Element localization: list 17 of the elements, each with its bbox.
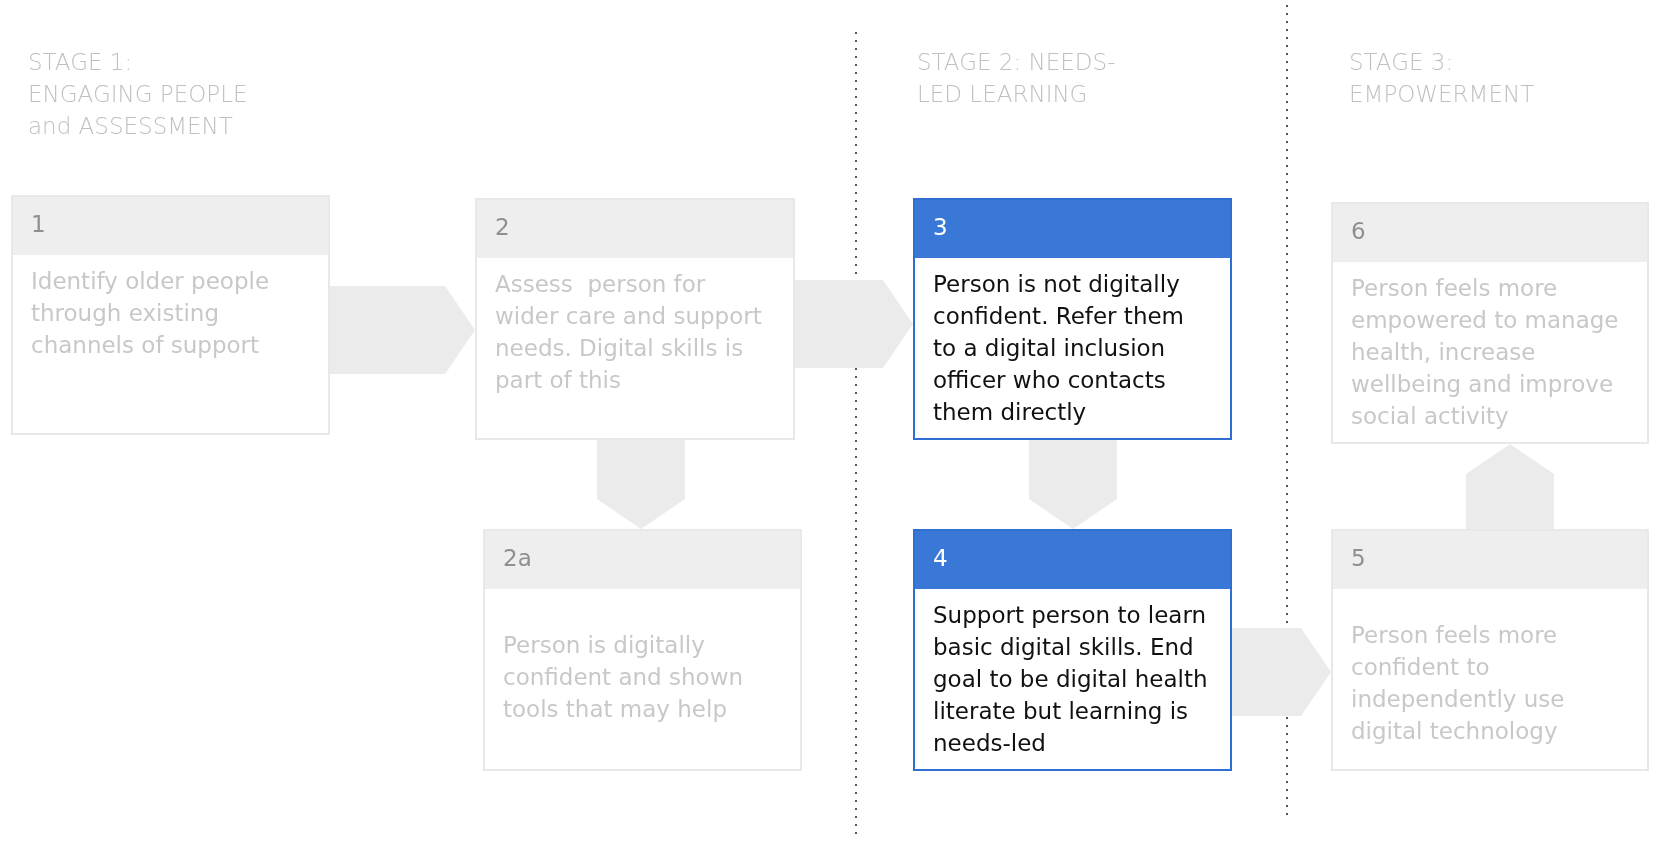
step-number: 1 <box>13 197 328 255</box>
step-description: Support person to learn basic digital skills. End goal to be digital health literate but learning is needs-led <box>932 601 1209 758</box>
step-description: Person is not digitally confident. Refer them to a digital inclusion officer who contacts them directly <box>932 270 1185 427</box>
chevron-arrow <box>795 280 913 368</box>
step-number: 6 <box>1333 204 1647 262</box>
step-number: 5 <box>1333 531 1647 589</box>
step-card <box>913 198 1232 440</box>
chevron-arrow <box>1232 628 1331 716</box>
stage-heading: STAGE 3: EMPOWERMENT <box>1349 48 1536 109</box>
step-number: 2a <box>485 531 800 589</box>
chevron-arrow <box>1029 440 1117 529</box>
stage-heading: STAGE 1: ENGAGING PEOPLE and ASSESSMENT <box>28 48 249 141</box>
step-number: 4 <box>915 531 1230 589</box>
step-number: 3 <box>915 200 1230 258</box>
step-card <box>913 529 1232 771</box>
stage-heading: STAGE 2: NEEDS-LED LEARNING <box>917 48 1117 109</box>
step-number: 2 <box>477 200 793 258</box>
